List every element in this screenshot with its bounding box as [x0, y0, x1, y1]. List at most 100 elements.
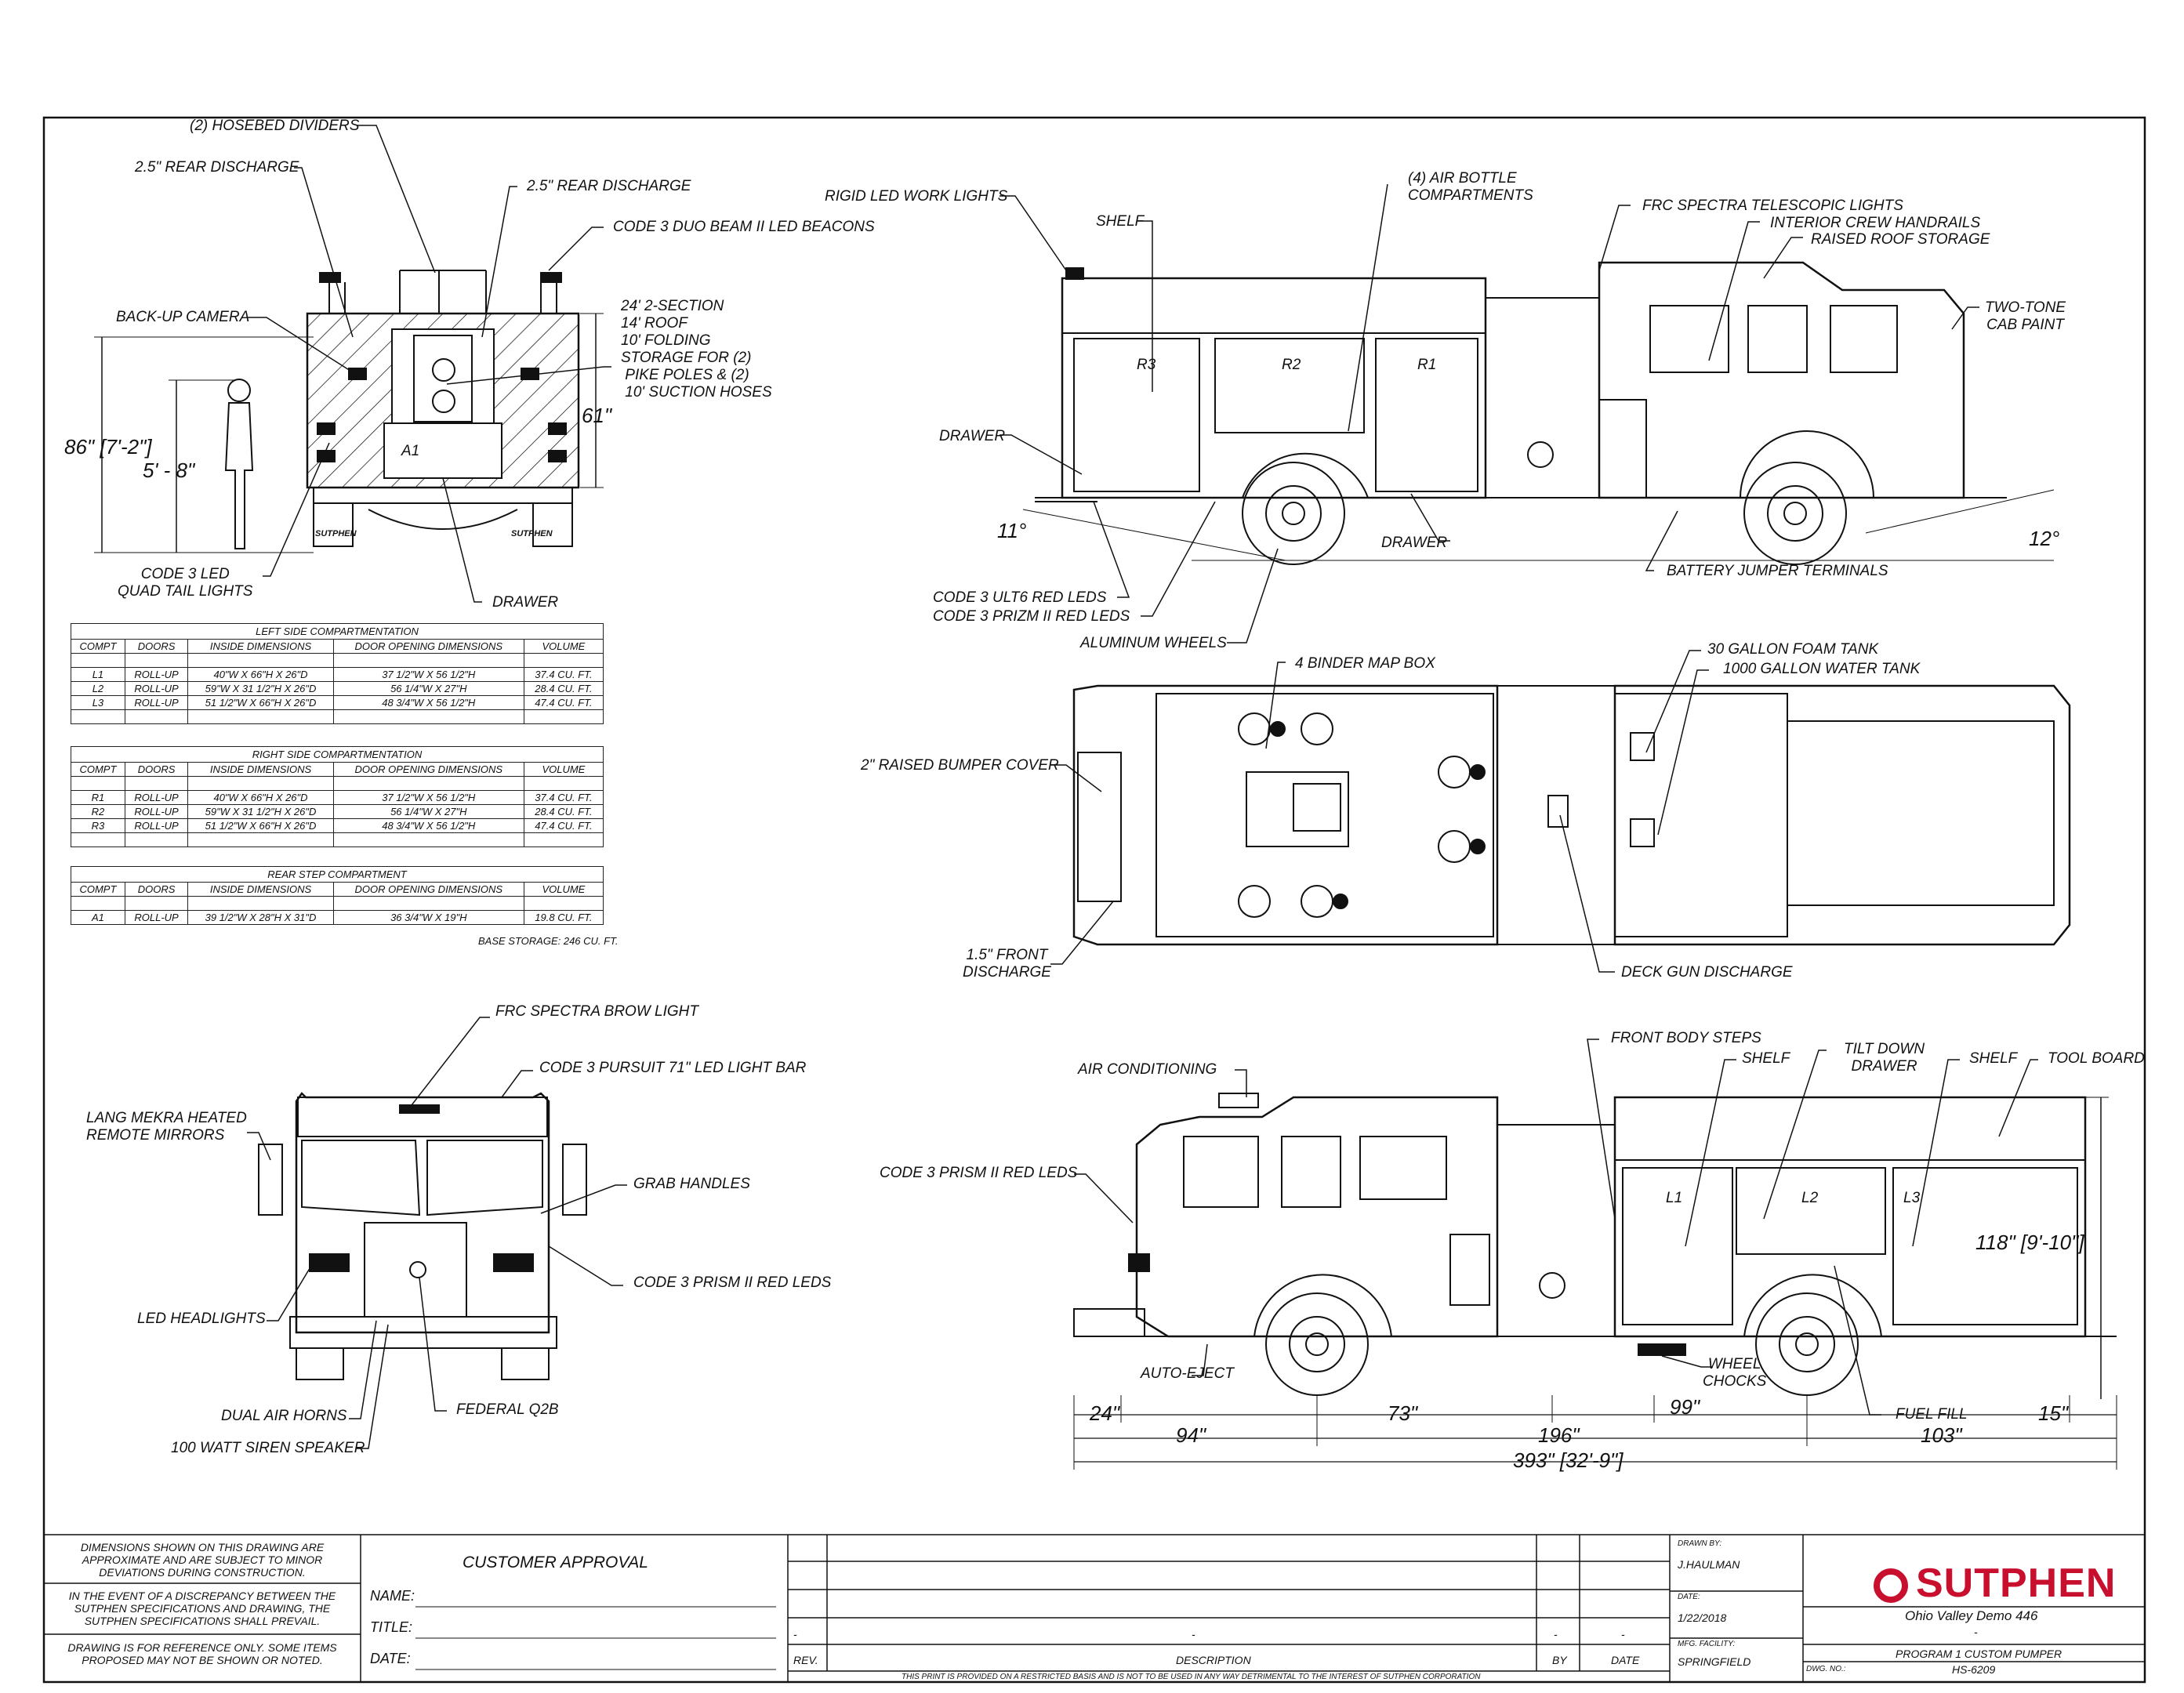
label-auto-eject: AUTO-EJECT	[1141, 1365, 1234, 1382]
table-cell: 40"W X 66"H X 26"D	[187, 667, 334, 682]
table-cell	[124, 709, 189, 724]
table-cell: 40"W X 66"H X 26"D	[187, 790, 334, 805]
label-crew-handrails: INTERIOR CREW HANDRAILS	[1770, 215, 1981, 231]
table-cell: 37 1/2"W X 56 1/2"H	[332, 790, 524, 805]
label-rear-discharge-right: 2.5" REAR DISCHARGE	[527, 178, 691, 194]
dimension-overall-height-side: 118" [9'-10"]	[1975, 1231, 2084, 1254]
label-map-box: 4 BINDER MAP BOX	[1295, 655, 1435, 672]
label-deck-gun: DECK GUN DISCHARGE	[1621, 964, 1793, 981]
label-air-conditioning: AIR CONDITIONING	[1078, 1061, 1217, 1078]
label-water-tank: 1000 GALLON WATER TANK	[1723, 661, 1921, 677]
table-cell: 37.4 CU. FT.	[523, 790, 604, 805]
table-cell: L3	[71, 695, 125, 710]
table-cell	[523, 776, 604, 791]
label-battery-jumper: BATTERY JUMPER TERMINALS	[1667, 563, 1888, 579]
table-cell	[124, 832, 189, 847]
label-shelf-l3: SHELF	[1969, 1050, 2018, 1067]
tag-l1: L1	[1666, 1190, 1683, 1206]
label-foam-tank: 30 GALLON FOAM TANK	[1707, 641, 1879, 658]
label-tilt-down-drawer: TILT DOWN DRAWER	[1844, 1041, 1925, 1075]
table-cell: ROLL-UP	[124, 818, 189, 833]
front-view	[247, 1017, 627, 1449]
table-spacer-row	[71, 776, 604, 791]
table-cell	[124, 776, 189, 791]
label-drawer-side-mid: DRAWER	[1381, 535, 1448, 551]
program-name: PROGRAM 1 CUSTOM PUMPER	[1896, 1648, 2062, 1660]
table-cell: ROLL-UP	[124, 667, 189, 682]
table-cell	[71, 653, 125, 668]
label-ult6-leds: CODE 3 ULT6 RED LEDS	[933, 589, 1107, 606]
label-telescopic-lights: FRC SPECTRA TELESCOPIC LIGHTS	[1642, 198, 1903, 214]
table-cell	[523, 709, 604, 724]
title-block-frame	[44, 1534, 2145, 1682]
dwg-no: HS-6209	[1952, 1663, 1996, 1676]
label-shelf-right: SHELF	[1096, 213, 1145, 230]
table-cell	[332, 832, 524, 847]
table-cell: 19.8 CU. FT.	[523, 910, 604, 925]
label-led-headlights: LED HEADLIGHTS	[137, 1311, 266, 1327]
table-cell	[187, 896, 334, 911]
table-cell: ROLL-UP	[124, 910, 189, 925]
label-mirrors: LANG MEKRA HEATED REMOTE MIRRORS	[86, 1110, 247, 1144]
label-prism-front: CODE 3 PRISM II RED LEDS	[633, 1274, 832, 1291]
label-work-lights: RIGID LED WORK LIGHTS	[825, 188, 1008, 205]
table-cell: ROLL-UP	[124, 790, 189, 805]
table-cell	[71, 776, 125, 791]
label-backup-camera: BACK-UP CAMERA	[116, 309, 250, 325]
table-cell: 28.4 CU. FT.	[523, 681, 604, 696]
description-header: DESCRIPTION	[1176, 1654, 1251, 1666]
customer-approval: CUSTOMER APPROVAL	[463, 1553, 648, 1572]
col-volume: VOLUME	[523, 882, 604, 897]
company-name: SUTPHEN	[1916, 1561, 2117, 1606]
table-left-side-compartments: LEFT SIDE COMPARTMENTATION COMPT DOORS I…	[71, 623, 604, 724]
table-rear-step-compartment: REAR STEP COMPARTMENT COMPT DOORS INSIDE…	[71, 866, 604, 925]
col-inside-dimensions: INSIDE DIMENSIONS	[187, 762, 334, 777]
label-angle-approach: 11°	[997, 519, 1027, 542]
top-view	[1050, 650, 2071, 973]
rev-header: REV.	[793, 1654, 818, 1666]
table-cell: R1	[71, 790, 125, 805]
dimension-103: 103"	[1921, 1423, 1962, 1447]
table-cell: 28.4 CU. FT.	[523, 804, 604, 819]
table-cell: 47.4 CU. FT.	[523, 695, 604, 710]
right-side-view	[999, 183, 2055, 643]
table-spacer-row	[71, 653, 604, 668]
table-cell	[523, 653, 604, 668]
drawing-date: 1/22/2018	[1678, 1611, 1727, 1624]
label-drawer-rear: DRAWER	[492, 594, 559, 611]
label-bumper-cover: 2" RAISED BUMPER COVER	[861, 757, 1059, 774]
table-cell: 56 1/4"W X 27"H	[332, 804, 524, 819]
approval-date-label: DATE:	[370, 1651, 411, 1666]
sutphen-logo: SUTPHEN	[1874, 1560, 2116, 1607]
label-wheel-chocks: WHEEL CHOCKS	[1703, 1356, 1767, 1390]
tag-l2: L2	[1801, 1190, 1819, 1206]
table-cell	[187, 832, 334, 847]
label-light-bar: CODE 3 PURSUIT 71" LED LIGHT BAR	[539, 1060, 807, 1076]
label-tool-board: TOOL BOARD	[2048, 1050, 2145, 1067]
col-doors: DOORS	[124, 639, 189, 654]
approval-title-label: TITLE:	[370, 1619, 413, 1635]
date-header: DATE	[1611, 1654, 1640, 1666]
dimension-wheelbase: 196"	[1538, 1423, 1580, 1447]
tag-l3: L3	[1903, 1190, 1921, 1206]
mudflap-badge-left: SUTPHEN	[315, 529, 357, 538]
table-cell: 48 3/4"W X 56 1/2"H	[332, 695, 524, 710]
table-cell: 59"W X 31 1/2"H X 26"D	[187, 804, 334, 819]
left-side-view	[1073, 1039, 2117, 1470]
mudflap-badge-right: SUTPHEN	[511, 529, 553, 538]
table-cell: ROLL-UP	[124, 681, 189, 696]
label-dual-air-horns: DUAL AIR HORNS	[221, 1408, 347, 1424]
table-cell: L2	[71, 681, 125, 696]
tag-r1: R1	[1417, 357, 1437, 373]
table-cell: 47.4 CU. FT.	[523, 818, 604, 833]
dimension-person-height: 5' - 8"	[143, 459, 195, 482]
label-federal-q2b: FEDERAL Q2B	[456, 1401, 559, 1418]
table-cell	[187, 709, 334, 724]
label-front-discharge: 1.5" FRONT DISCHARGE	[963, 947, 1051, 981]
mfg-facility: SPRINGFIELD	[1678, 1655, 1751, 1668]
